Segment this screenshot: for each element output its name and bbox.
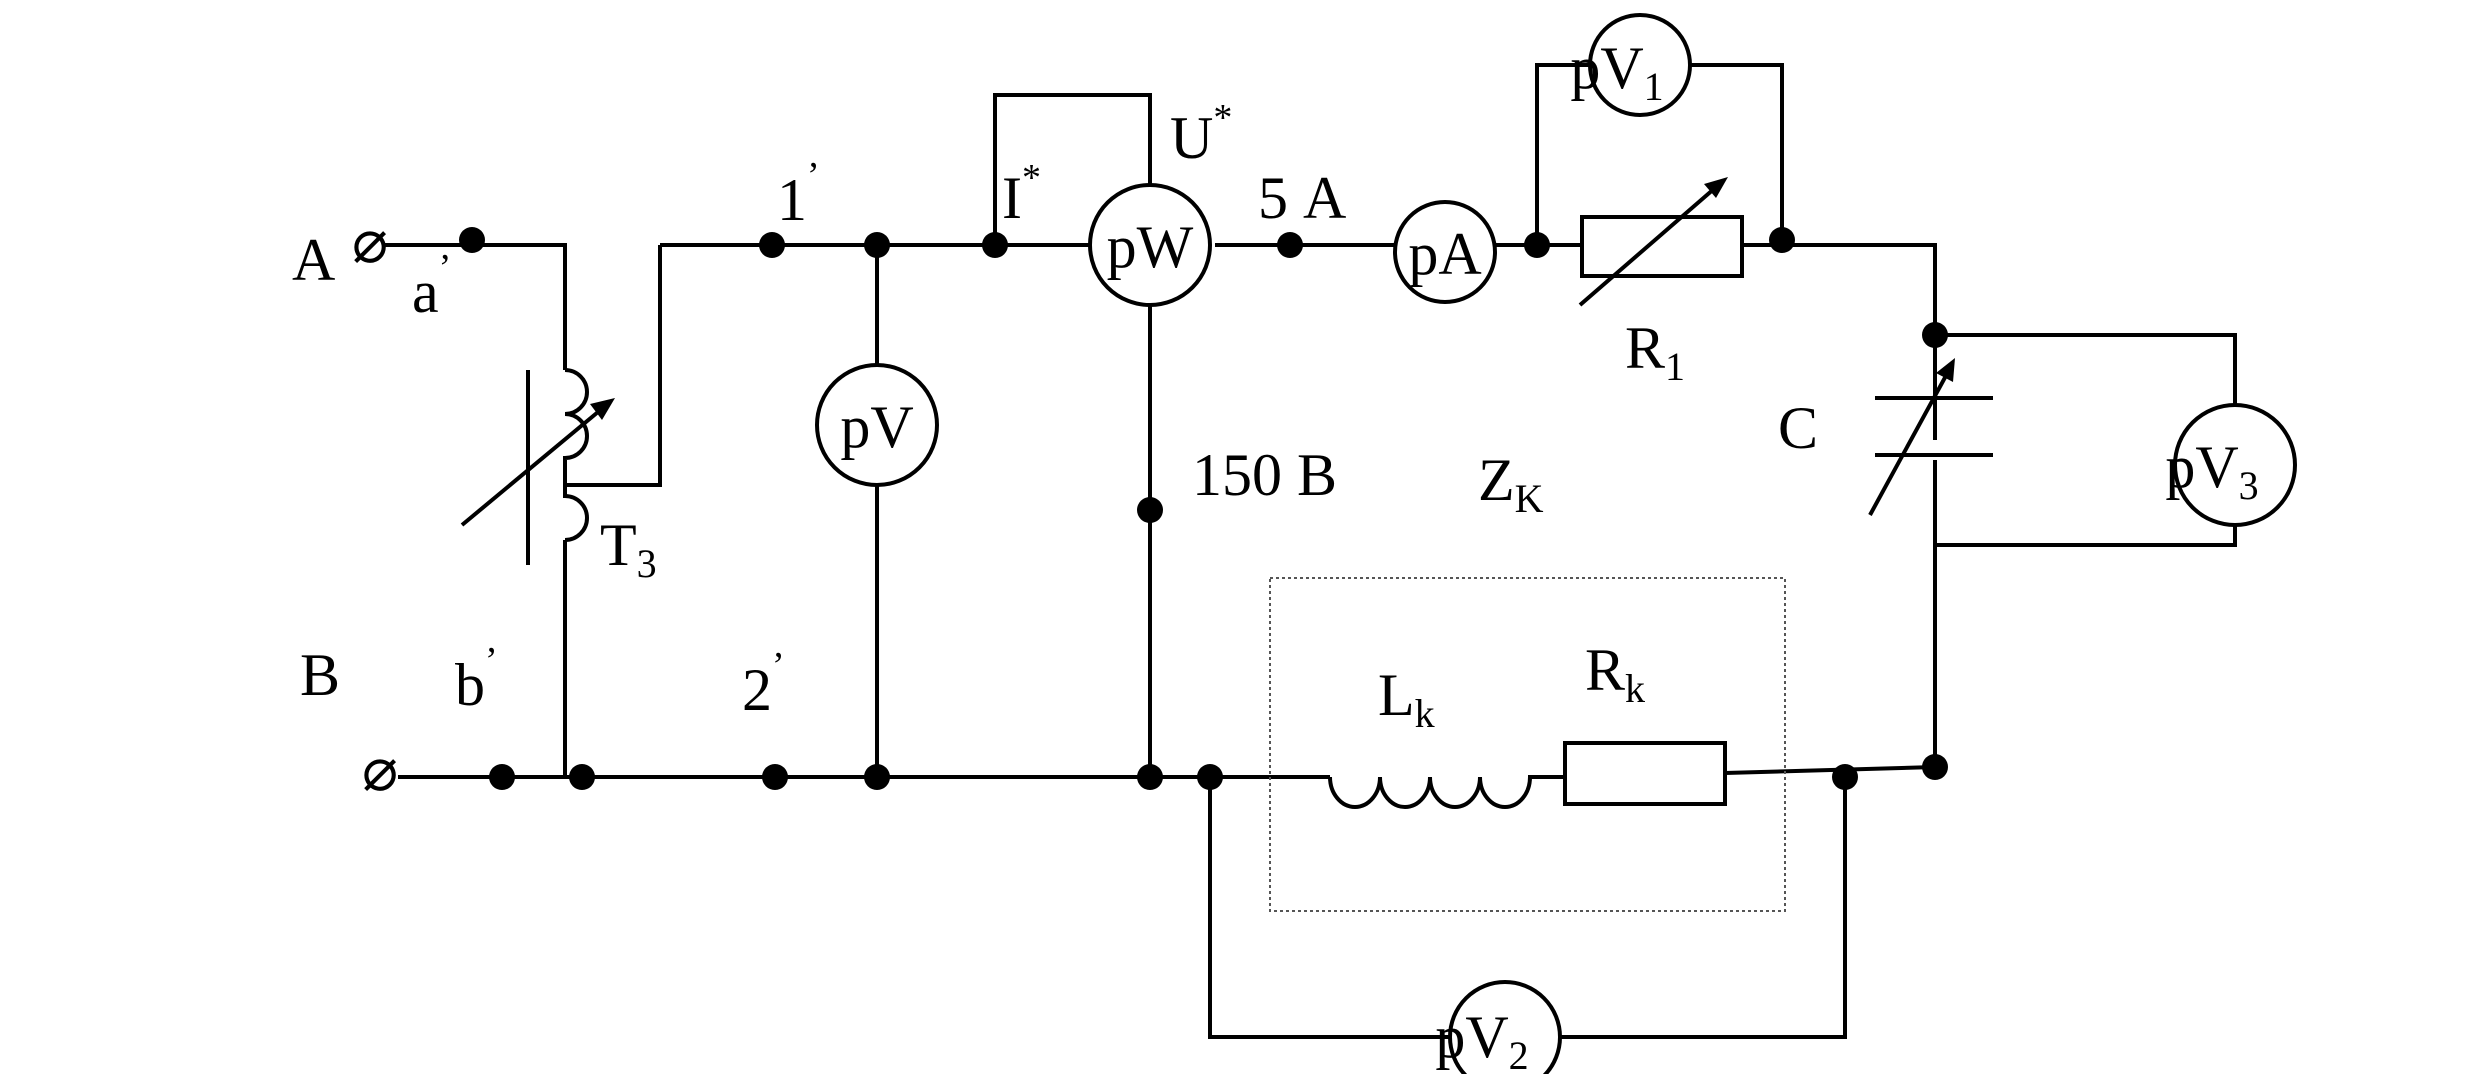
wattmeter-pw: pW [1088,183,1212,307]
label-2: 2 [742,657,772,723]
label-b: b [455,652,485,718]
resistor-r1 [1578,177,1744,307]
voltmeter-pv3: pV3 [2165,403,2297,527]
transformer-label: Т [600,512,637,578]
lk-label: L [1378,662,1415,728]
svg-text:b’: b’ [455,640,498,718]
svg-text:ZK: ZK [1478,447,1544,521]
label-a: a [412,259,439,325]
label-1-prime: ’ [807,155,820,197]
svg-text:Rk: Rk [1585,637,1645,711]
junction-dots [459,227,1948,790]
svg-text:Т3: Т3 [600,512,657,586]
voltmeter-pv1: pV1 [1570,13,1692,117]
svg-text:pV3: pV3 [2165,434,2258,508]
r1-sub: 1 [1665,344,1685,389]
capacitor-c [1868,358,1993,516]
current-range-label: 5 А [1258,165,1346,231]
resistor-rk [1563,741,1727,806]
voltmeter-label: pV [840,394,913,460]
pv2-label: pV [1435,1004,1508,1070]
wattmeter-voltage-star: * [1213,97,1232,139]
wattmeter-current-label: I [1002,165,1022,231]
wattmeter-label: pW [1107,214,1194,280]
svg-text:I*: I* [1002,157,1041,231]
svg-text:pV2: pV2 [1435,1004,1528,1074]
label-1: 1 [777,167,807,233]
voltmeter-pv: pV [815,363,939,487]
ammeter-label: pA [1408,221,1481,287]
terminal-b-symbol: ⌀ [362,737,398,803]
zk-sub: K [1515,476,1544,521]
pv3-label: pV [2165,434,2238,500]
pv1-label: pV [1570,35,1643,101]
svg-text:U*: U* [1170,97,1232,171]
wattmeter-voltage-label: U [1170,105,1213,171]
capacitor-label: C [1778,395,1818,461]
label-b-prime: ’ [485,640,498,682]
voltage-range-label: 150 В [1192,442,1337,508]
svg-text:pV1: pV1 [1570,35,1663,109]
terminal-a-label: A [292,227,335,293]
inductor-lk [1328,775,1565,809]
svg-text:1’: 1’ [777,155,820,233]
rk-label: R [1585,637,1625,703]
pv2-sub: 2 [1509,1033,1529,1074]
ammeter-pa: pA [1393,200,1497,304]
lk-sub: k [1415,691,1435,736]
zk-label: Z [1478,447,1515,513]
wattmeter-current-star: * [1022,157,1041,199]
svg-text:Lk: Lk [1378,662,1435,736]
svg-text:a’: a’ [412,247,451,325]
rk-sub: k [1625,666,1645,711]
terminal-a-symbol: ⌀ [352,209,388,275]
transformer-t3 [460,368,615,565]
pv3-sub: 3 [2239,463,2259,508]
pv1-sub: 1 [1644,64,1664,109]
label-2-prime: ’ [772,645,785,687]
terminal-b-label: B [300,642,340,708]
svg-text:R1: R1 [1625,315,1685,389]
zk-dashed-box [1269,577,1786,912]
svg-text:2’: 2’ [742,645,785,723]
voltmeter-pv2: pV2 [1435,980,1562,1074]
transformer-sub: 3 [637,541,657,586]
label-a-prime: ’ [439,247,452,289]
r1-label: R [1625,315,1665,381]
